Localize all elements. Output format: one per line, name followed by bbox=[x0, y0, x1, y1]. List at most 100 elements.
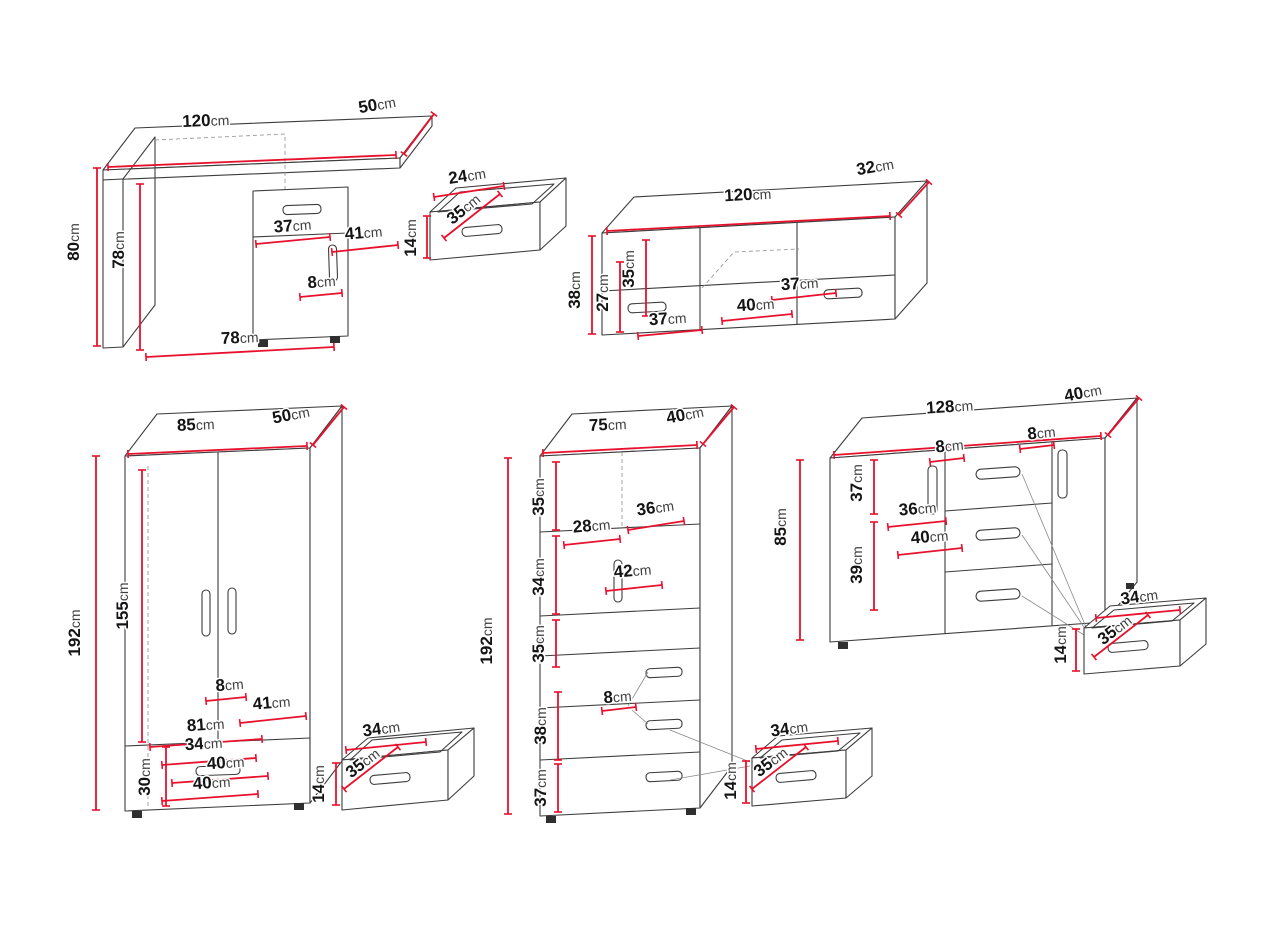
dimension-line bbox=[170, 771, 270, 788]
dimension-label: 36cm bbox=[635, 496, 675, 520]
dimension-line bbox=[604, 580, 664, 596]
dimension-label: 34cm bbox=[769, 717, 809, 741]
dimension-line bbox=[699, 403, 738, 448]
dimension-line bbox=[127, 441, 308, 459]
dimension-label: 24cm bbox=[447, 163, 487, 188]
dimension-line bbox=[107, 150, 397, 172]
bookcase-drawer-line bbox=[539, 647, 701, 657]
dimension-line bbox=[1090, 611, 1152, 661]
dimension-line bbox=[895, 178, 933, 219]
dimension-label: 38cm bbox=[565, 271, 584, 309]
dimension-line bbox=[309, 403, 348, 449]
dimension-label: 37cm bbox=[531, 769, 550, 807]
dimension-line bbox=[832, 431, 1103, 460]
drawer-handle-icon bbox=[975, 466, 1021, 480]
dimension-label: 128cm bbox=[925, 395, 973, 417]
dimension-line bbox=[144, 342, 336, 362]
wardrobe-side-face bbox=[309, 405, 343, 804]
door-handle-icon bbox=[227, 587, 237, 635]
dimension-label: 35cm bbox=[529, 478, 548, 516]
dimension-label: 37cm bbox=[648, 308, 687, 330]
dimension-label: 28cm bbox=[572, 514, 611, 536]
dimension-label: 30cm bbox=[135, 758, 154, 796]
dimension-line bbox=[541, 440, 699, 458]
dimension-label: 75cm bbox=[588, 414, 627, 435]
foot bbox=[546, 816, 556, 823]
desk-pedestal bbox=[252, 186, 349, 341]
dimension-line bbox=[340, 743, 402, 793]
drawer-handle-icon bbox=[975, 527, 1021, 541]
drawer-handle-icon bbox=[645, 718, 683, 731]
dimension-label: 34cm bbox=[529, 558, 548, 596]
dimension-label: 80cm bbox=[64, 223, 83, 261]
dimension-label: 32cm bbox=[855, 154, 895, 179]
dresser-drawer-line bbox=[944, 502, 1053, 512]
leader-line bbox=[627, 671, 649, 707]
dimension-line bbox=[400, 110, 438, 158]
dimension-line bbox=[636, 325, 704, 341]
dimension-label: 34cm bbox=[361, 717, 401, 741]
dimension-line bbox=[238, 711, 308, 728]
foot bbox=[132, 811, 142, 818]
desk-back-rail-hidden bbox=[154, 133, 286, 196]
drawer-handle-icon bbox=[975, 588, 1021, 602]
dresser-dimensions: 128cm 40cm 85cm 37cm 39cm 8cm 8cm 36cm 4… bbox=[770, 380, 1143, 641]
dimension-label: 36cm bbox=[898, 497, 937, 519]
dimension-line bbox=[896, 543, 964, 560]
foot bbox=[258, 340, 268, 347]
dimension-line bbox=[626, 516, 686, 535]
dimension-label: 14cm bbox=[309, 765, 328, 803]
wall-unit-shelf bbox=[601, 274, 896, 292]
wall-unit-drawing bbox=[601, 180, 928, 336]
foot bbox=[838, 642, 848, 649]
dimension-label: 120cm bbox=[182, 110, 230, 131]
dimension-label: 50cm bbox=[357, 92, 397, 117]
dimension-label: 38cm bbox=[531, 707, 550, 745]
foot bbox=[1126, 583, 1134, 589]
dimension-label: 40cm bbox=[736, 294, 775, 316]
dimension-label: 40cm bbox=[192, 772, 231, 794]
dimension-label: 35cm bbox=[619, 250, 638, 288]
dimension-line bbox=[600, 702, 638, 716]
dimension-line bbox=[148, 734, 264, 752]
dimension-label: 8cm bbox=[934, 435, 964, 457]
dimension-label: 81cm bbox=[186, 714, 225, 736]
bookcase-dimensions: 75cm 40cm 192cm 35cm 28cm 36cm 34cm 42cm… bbox=[476, 402, 738, 815]
dimension-label: 78cm bbox=[109, 231, 128, 269]
dimension-label: 34cm bbox=[1119, 585, 1159, 609]
dimension-label: 192cm bbox=[477, 617, 496, 664]
dimension-label: 40cm bbox=[910, 525, 949, 547]
dimension-label: 120cm bbox=[724, 184, 772, 205]
desk-dimensions: 120cm 50cm 80cm 78cm 37cm 41cm 8cm 78cm bbox=[63, 92, 438, 362]
dimension-label: 8cm bbox=[603, 686, 633, 707]
dimension-line bbox=[562, 534, 622, 550]
leader-line bbox=[669, 729, 751, 763]
drawer-side-face bbox=[447, 727, 475, 801]
dimension-line bbox=[605, 211, 892, 236]
dimension-label: 8cm bbox=[1026, 422, 1056, 444]
dimension-line bbox=[1018, 440, 1056, 454]
dimension-label: 37cm bbox=[273, 214, 312, 236]
dimension-label: 41cm bbox=[252, 691, 291, 713]
leader-line bbox=[1021, 595, 1093, 641]
door-handle-icon bbox=[201, 589, 211, 637]
dimension-line bbox=[160, 789, 260, 806]
wardrobe-drawer-dimensions: 34cm 35cm 14cm bbox=[308, 717, 428, 806]
dimension-label: 27cm bbox=[593, 274, 612, 312]
drawer-side-face bbox=[845, 727, 873, 799]
dimension-label: 40cm bbox=[665, 402, 706, 428]
dimension-line bbox=[204, 692, 248, 706]
foot bbox=[686, 808, 696, 815]
drawer-handle-icon bbox=[282, 203, 322, 216]
dimension-label: 42cm bbox=[613, 559, 652, 581]
foot bbox=[294, 803, 304, 810]
desk-drawing bbox=[102, 115, 433, 349]
dimension-label: 85cm bbox=[176, 414, 215, 435]
dimension-line bbox=[720, 309, 794, 326]
dimension-label: 192cm bbox=[65, 609, 84, 656]
dimension-label: 14cm bbox=[401, 219, 420, 257]
bookcase-shelf bbox=[539, 607, 701, 617]
dimension-label: 34cm bbox=[184, 733, 223, 755]
